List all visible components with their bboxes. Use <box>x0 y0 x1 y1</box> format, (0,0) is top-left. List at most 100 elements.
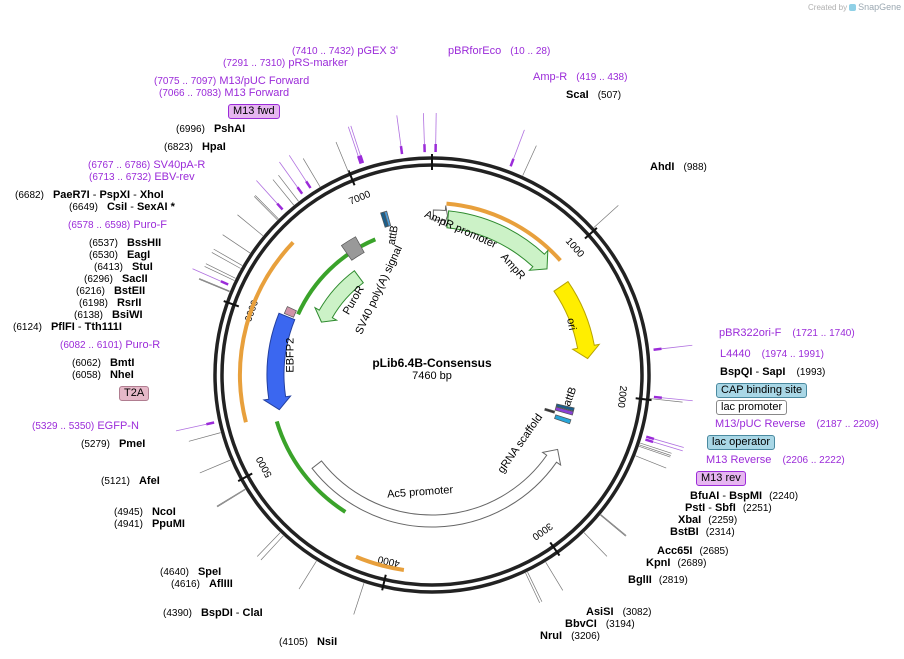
m13-rev-tag[interactable]: M13 rev <box>696 471 746 486</box>
puror-arrow <box>313 270 365 323</box>
primer-label[interactable]: Amp-R (419 .. 438) <box>533 71 628 83</box>
snapgene-logo-icon <box>849 3 857 11</box>
enzyme-label[interactable]: PstI - SbfI (2251) <box>685 502 772 514</box>
tick-mark <box>223 300 240 308</box>
enzyme-leader-line <box>640 442 672 454</box>
enzyme-label[interactable]: BfuAI - BspMI (2240) <box>690 490 799 502</box>
primer-label[interactable]: M13 Reverse (2206 .. 2222) <box>706 454 845 466</box>
credit-text: Created by <box>808 2 848 12</box>
enzyme-leader-line <box>211 252 241 269</box>
enzyme-label[interactable]: (6124) PflFI - Tth111I <box>13 321 122 333</box>
enzyme-leader-line <box>635 455 667 469</box>
primer-label[interactable]: (6767 .. 6786) SV40pA-R <box>88 159 206 171</box>
enzyme-label[interactable]: (4945) NcoI <box>114 506 176 518</box>
enzyme-label[interactable]: (5279) PmeI <box>81 438 146 450</box>
primer-leader-line <box>661 344 693 350</box>
enzyme-label[interactable]: (6216) BstEII <box>76 285 146 297</box>
tick-mark <box>584 227 598 240</box>
enzyme-label[interactable]: (6682) PaeR7I - PspXI - XhoI <box>15 189 164 201</box>
primer-label[interactable]: L4440 (1974 .. 1991) <box>720 348 824 360</box>
primer-label[interactable]: pBR322ori-F (1721 .. 1740) <box>719 327 855 339</box>
enzyme-leader-line <box>649 398 683 403</box>
primer-label[interactable]: (6082 .. 6101) Puro-R <box>60 339 161 351</box>
enzyme-label[interactable]: BspQI - SapI (1993) <box>720 366 826 378</box>
cap-binding-site-tag[interactable]: CAP binding site <box>716 383 808 398</box>
primer-leader-line <box>347 126 359 157</box>
enzyme-label[interactable]: (6823) HpaI <box>164 141 226 153</box>
enzyme-label[interactable]: AhdI (988) <box>650 161 707 173</box>
enzyme-label[interactable]: (6198) RsrII <box>79 297 142 309</box>
enzyme-label[interactable]: (6537) BssHII <box>89 237 162 249</box>
primer-marker <box>357 155 362 165</box>
enzyme-label[interactable]: BglII (2819) <box>628 574 688 586</box>
enzyme-label[interactable]: (4941) PpuMI <box>114 518 185 530</box>
enzyme-leader-line <box>199 278 230 292</box>
enzyme-label[interactable]: (4390) BspDI - ClaI <box>163 607 263 619</box>
enzyme-label[interactable]: NruI (3206) <box>540 630 600 642</box>
primer-label[interactable]: (7066 .. 7083) M13 Forward <box>159 87 290 99</box>
enzyme-label[interactable]: (4105) NsiI <box>279 636 338 648</box>
enzyme-label[interactable]: (6530) EagI <box>89 249 151 261</box>
enzyme-label[interactable]: (6058) NheI <box>72 369 134 381</box>
attb-box-right-3 <box>544 407 556 414</box>
t2a-tag[interactable]: T2A <box>119 386 150 401</box>
primer-marker <box>653 347 662 351</box>
enzyme-leader-line <box>545 562 564 591</box>
enzyme-label[interactable]: (6296) SacII <box>84 273 148 285</box>
primer-label[interactable]: (6713 .. 6732) EBV-rev <box>89 171 195 183</box>
primer-label[interactable]: (7075 .. 7097) M13/pUC Forward <box>154 75 310 87</box>
enzyme-label[interactable]: Acc65I (2685) <box>657 545 729 557</box>
primer-leader-line <box>192 268 222 282</box>
primer-arc-orange <box>238 241 295 423</box>
enzyme-label[interactable]: (4616) AflIII <box>171 578 233 590</box>
primer-leader-line <box>396 115 402 147</box>
enzyme-label[interactable]: (6062) BmtI <box>72 357 135 369</box>
enzyme-label[interactable]: (6138) BsiWI <box>74 309 143 321</box>
primer-arc-green <box>274 420 347 514</box>
enzyme-label[interactable]: AsiSI (3082) <box>586 606 652 618</box>
primer-label[interactable]: pBRforEco (10 .. 28) <box>448 45 551 57</box>
enzyme-leader-line <box>278 174 299 202</box>
primer-label[interactable]: (6578 .. 6598) Puro-F <box>68 219 167 231</box>
primer-arc-green <box>296 237 377 316</box>
primer-marker <box>296 186 304 195</box>
primer-label[interactable]: (7291 .. 7310) pRS-marker <box>223 57 348 69</box>
enzyme-leader-line <box>188 432 221 442</box>
enzyme-leader-line <box>198 278 230 293</box>
primer-marker <box>220 280 229 286</box>
enzyme-leader-line <box>222 234 251 254</box>
enzyme-label[interactable]: (6996) PshAI <box>176 123 246 135</box>
ac5-promoter-arrow <box>311 448 562 528</box>
primer-marker <box>276 202 284 211</box>
attb-box-top-2 <box>383 210 392 227</box>
enzyme-leader-line <box>260 535 284 561</box>
primer-leader-line <box>175 423 207 432</box>
primer-leader-line <box>652 441 683 452</box>
lac-operator-tag[interactable]: lac operator <box>707 435 776 450</box>
ebfp2-label: EBFP2 <box>284 338 296 373</box>
lac-promoter-tag[interactable]: lac promoter <box>716 400 788 415</box>
primer-marker <box>206 421 215 426</box>
primer-label[interactable]: M13/pUC Reverse (2187 .. 2209) <box>715 418 879 430</box>
enzyme-label[interactable]: (6413) StuI <box>94 261 153 273</box>
m13-fwd-tag[interactable]: M13 fwd <box>228 104 280 119</box>
primer-marker <box>645 435 655 441</box>
enzyme-leader-line <box>213 248 243 266</box>
attb-box-right <box>555 403 575 412</box>
enzyme-label[interactable]: XbaI (2259) <box>678 514 738 526</box>
enzyme-label[interactable]: (4640) SpeI <box>160 566 222 578</box>
primer-leader-line <box>279 161 298 188</box>
enzyme-label[interactable]: BbvCI (3194) <box>565 618 635 630</box>
enzyme-label[interactable]: KpnI (2689) <box>646 557 707 569</box>
enzyme-leader-line <box>302 158 321 187</box>
enzyme-leader-line <box>272 179 295 206</box>
enzyme-label[interactable]: BstBI (2314) <box>670 526 735 538</box>
primer-label[interactable]: (5329 .. 5350) EGFP-N <box>32 420 139 432</box>
enzyme-leader-line <box>600 514 626 537</box>
enzyme-leader-line <box>217 489 246 508</box>
primer-label[interactable]: (7410 .. 7432) pGEX 3' <box>292 45 398 57</box>
enzyme-label[interactable]: ScaI (507) <box>566 89 622 101</box>
enzyme-label[interactable]: (6649) CsiI - SexAI * <box>69 201 175 213</box>
enzyme-label[interactable]: (5121) AfeI <box>101 475 160 487</box>
